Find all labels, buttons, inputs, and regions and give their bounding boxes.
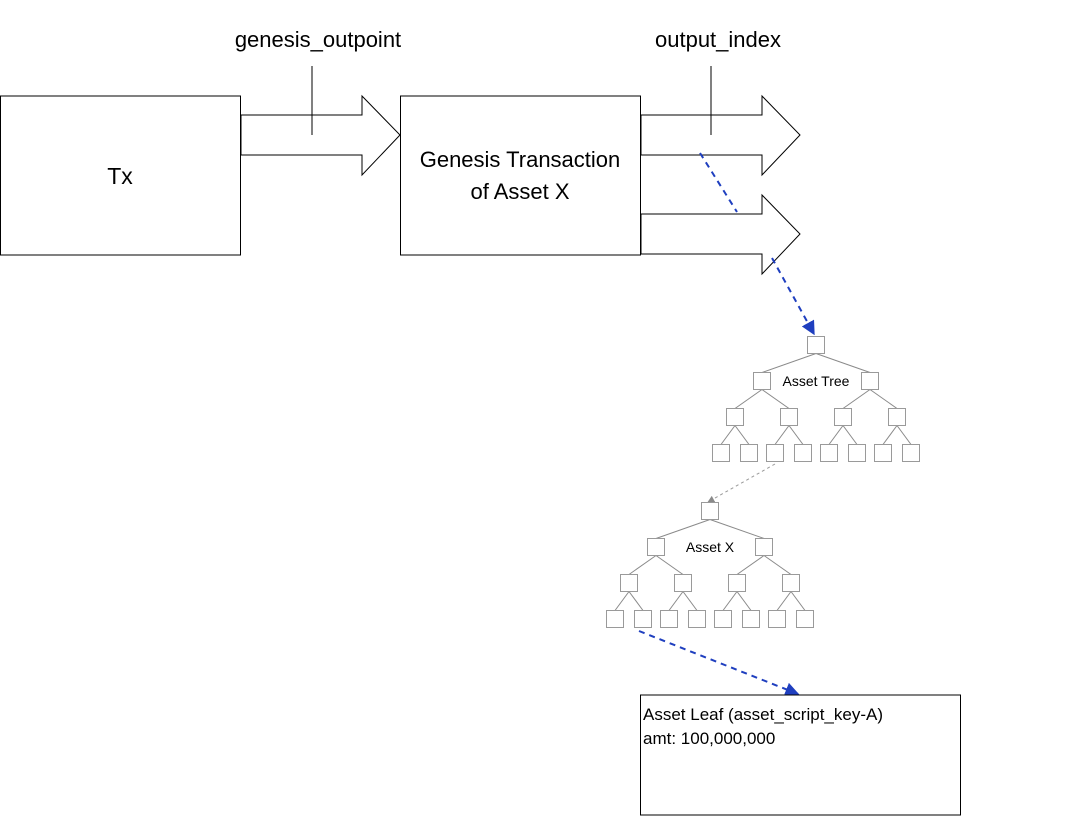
asset-x-tree-edge [614,591,630,611]
asset-tree-edge [828,425,844,445]
output-to-asset-tree-arrow [771,257,815,336]
asset-x-tree [606,502,814,628]
asset-x-tree-node [688,610,706,628]
asset-x-tree-edge [790,591,806,611]
tree-leaf-to-asset-x-arrow [707,463,776,503]
asset-leaf-title: Asset Leaf (asset_script_key-A) [643,705,883,724]
asset-x-tree-edge [722,591,738,611]
asset-x-tree-edge [628,591,644,611]
asset-x-tree-edge [668,591,684,611]
genesis-transaction-label-line2: of Asset X [470,179,569,204]
asset-tree-node [712,444,730,462]
asset-x-tree-edge [655,519,711,539]
tx-label: Tx [107,163,133,189]
asset-x-tree-node [674,574,692,592]
asset-tree-edge [734,389,763,409]
asset-x-tree-node [634,610,652,628]
output-index-label: output_index [655,27,781,52]
asset-x-tree-node [768,610,786,628]
asset-tree-edge [720,425,736,445]
asset-tree-node [740,444,758,462]
asset-x-tree-node [647,538,665,556]
genesis-transaction-box: Genesis Transaction of Asset X [400,95,641,256]
asset-tree-edge [869,389,898,409]
asset-x-leaf-to-asset-leaf-arrow [638,630,800,696]
asset-x-tree-node [755,538,773,556]
asset-x-tree-edge [736,555,765,575]
asset-x-tree-edge [763,555,792,575]
asset-x-label: Asset X [686,539,735,555]
asset-x-tree-edge [776,591,792,611]
asset-tree-node [861,372,879,390]
asset-tree-edge [734,425,750,445]
asset-tree-edge [842,425,858,445]
asset-tree-node [780,408,798,426]
tx-box: Tx [0,95,241,256]
output-arrow-1 [640,94,801,177]
asset-tree-edge [788,425,804,445]
asset-leaf-amount: amt: 100,000,000 [643,729,775,748]
asset-tree-node [726,408,744,426]
asset-tree-node [834,408,852,426]
asset-tree-edge [896,425,912,445]
asset-tree-node [807,336,825,354]
asset-tree-edge [842,389,871,409]
asset-tree-node [753,372,771,390]
asset-tree-edge [815,353,871,373]
asset-tree-node [766,444,784,462]
asset-tree-label: Asset Tree [783,373,850,389]
asset-tree-node [794,444,812,462]
output-arrow-2 [640,193,801,276]
asset-x-tree-edge [709,519,765,539]
asset-tree-node [888,408,906,426]
asset-tree [712,336,920,462]
asset-x-tree-node [660,610,678,628]
asset-tree-edge [774,425,790,445]
asset-tree-node [820,444,838,462]
output-to-asset-tree-connector [699,152,738,213]
asset-x-tree-node [701,502,719,520]
asset-tree-node [848,444,866,462]
asset-tree-edge [761,389,790,409]
asset-x-tree-node [782,574,800,592]
asset-tree-edge [761,353,817,373]
asset-x-tree-node [620,574,638,592]
genesis-transaction-label-line1: Genesis Transaction [420,147,621,172]
asset-tree-edge [882,425,898,445]
genesis-outpoint-label: genesis_outpoint [235,27,401,52]
asset-x-tree-edge [655,555,684,575]
asset-x-tree-node [714,610,732,628]
asset-x-tree-node [742,610,760,628]
asset-x-tree-edge [736,591,752,611]
asset-tree-node [874,444,892,462]
asset-leaf-box: Asset Leaf (asset_script_key-A) amt: 100… [640,694,961,816]
asset-x-tree-node [796,610,814,628]
asset-tree-node [902,444,920,462]
genesis-outpoint-arrow [240,94,401,177]
asset-x-tree-edge [628,555,657,575]
asset-x-tree-node [728,574,746,592]
asset-x-tree-edge [682,591,698,611]
asset-x-tree-node [606,610,624,628]
